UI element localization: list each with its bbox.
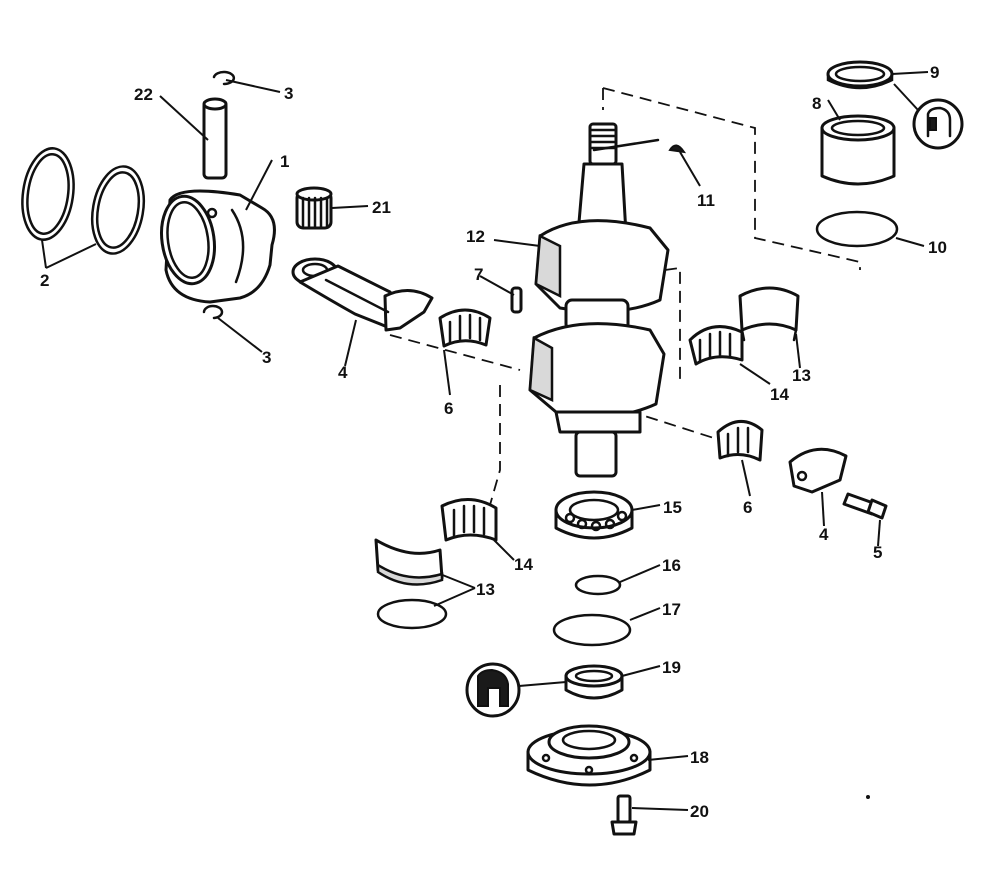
callout-21: 21: [372, 198, 391, 217]
callout-10: 10: [928, 238, 947, 257]
callout-3-top: 3: [284, 84, 293, 103]
oil-seal: [564, 664, 624, 700]
needle-bearing-small: [295, 186, 333, 230]
callout-20: 20: [690, 802, 709, 821]
callout-4-left: 4: [338, 363, 348, 382]
o-ring-17: [552, 613, 632, 647]
callout-13-right: 13: [792, 366, 811, 385]
sealant-symbol-icon: [912, 98, 964, 150]
callout-11: 11: [697, 191, 715, 210]
callout-15: 15: [663, 498, 682, 517]
callout-16: 16: [662, 556, 681, 575]
callout-13-left: 13: [476, 580, 495, 599]
callout-19: 19: [662, 658, 681, 677]
dowel-pin: [510, 286, 523, 314]
housing-screw: [610, 794, 638, 836]
retaining-clips: [202, 70, 236, 320]
callout-9: 9: [930, 63, 939, 82]
bearing-cage-right: [716, 420, 764, 462]
callout-3-bottom: 3: [262, 348, 271, 367]
bearing-half-right: [738, 286, 800, 342]
woodruff-key: [668, 144, 687, 154]
ball-bearing: [554, 490, 634, 540]
cap-screw: [842, 492, 888, 520]
snap-ring-13: [376, 598, 448, 630]
bearing-housing: [526, 724, 652, 787]
wrist-pin: [202, 97, 228, 180]
bearing-cage-14-right: [688, 325, 744, 366]
callout-2: 2: [40, 271, 49, 290]
piston-rings: [21, 147, 146, 255]
main-bearing: [820, 114, 896, 186]
o-ring-top: [815, 210, 899, 248]
sealant-symbol-icon: [465, 662, 521, 718]
callout-12: 12: [466, 227, 485, 246]
leader-lines: [41, 71, 929, 811]
snap-ring-16: [574, 574, 622, 596]
rod-cap: [788, 447, 848, 494]
callout-18: 18: [690, 748, 709, 767]
callout-5: 5: [873, 543, 882, 562]
callout-22: 22: [134, 85, 153, 104]
connecting-rod: [291, 257, 434, 332]
callout-8: 8: [812, 94, 821, 113]
bearing-cage-14-left: [440, 498, 498, 542]
callout-4-right: 4: [819, 525, 829, 544]
piston: [160, 189, 276, 304]
seal-ring: [826, 60, 894, 90]
callout-6-left: 6: [444, 399, 453, 418]
callout-6-right: 6: [743, 498, 752, 517]
bearing-cage-left: [438, 308, 492, 348]
stray-dot: [866, 795, 870, 799]
bearing-half-lower: [374, 538, 444, 586]
callout-14-right: 14: [770, 385, 789, 404]
callout-7: 7: [474, 265, 483, 284]
callout-1: 1: [280, 152, 289, 171]
callout-17: 17: [662, 600, 681, 619]
crankshaft: [528, 122, 670, 478]
callout-14-left: 14: [514, 555, 533, 574]
callout-labels: 1 2 3 3 4 4 5 6 6 7 8 9 10 11 12 13 13 1…: [40, 63, 947, 821]
